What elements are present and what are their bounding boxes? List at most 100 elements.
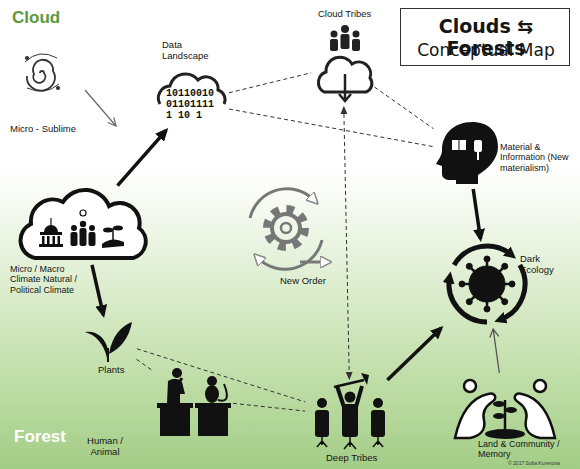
plug-symbol (474, 140, 482, 152)
plug-cord (477, 152, 479, 160)
concept-node: Dark Ecology (442, 242, 532, 326)
concept-node: Land & Community / Memory (452, 376, 556, 438)
gear-hub (281, 223, 291, 233)
galaxy-icon (25, 54, 59, 91)
region-label: Cloud (12, 8, 60, 28)
star-dot (26, 57, 28, 59)
new-order-icon (250, 189, 326, 270)
raised-arms (337, 386, 362, 407)
spike-tip (484, 256, 490, 262)
person-body (330, 39, 338, 51)
node-label: Deep Tribes (326, 453, 406, 464)
cycle-arrow (250, 189, 314, 218)
node-label: Data Landscape (162, 40, 214, 62)
leaf (85, 332, 108, 358)
node-label: Cloud Tribes (318, 9, 388, 20)
sapling-leaf (493, 401, 505, 407)
capitol-part (47, 236, 50, 244)
title-box: Clouds ⇆ ForestsConceptual Map (400, 8, 570, 66)
node-label: Micro / Macro Climate Natural / Politica… (10, 264, 92, 295)
cycle-arrow (300, 261, 326, 264)
galaxy-arm (27, 84, 59, 91)
climate-cloud (21, 190, 146, 258)
pedestal (160, 408, 190, 436)
gear-teeth (267, 209, 305, 247)
down-arrow (339, 74, 351, 101)
capitol-dome (44, 225, 58, 232)
galaxy-spiral (27, 60, 55, 91)
head-icon (436, 122, 498, 184)
climate-cloud-icon (21, 190, 146, 258)
statues-icon (157, 368, 231, 436)
flow-arrow (473, 189, 480, 239)
concept-node: Micro / Macro Climate Natural / Politica… (16, 188, 150, 262)
decor-arrow (85, 90, 116, 126)
stem (107, 348, 109, 362)
cycle-arrow (258, 240, 322, 269)
node-label: Dark Ecology (520, 254, 570, 276)
hand (102, 239, 124, 248)
arrow-line (85, 90, 116, 126)
spike-tip (509, 281, 515, 287)
monkey-body (205, 385, 219, 403)
concept-node: Micro - Sublime (24, 56, 62, 92)
person-body (315, 410, 329, 437)
flag-pole (50, 218, 51, 225)
sapling-leaf (505, 407, 517, 413)
book-spine (459, 140, 460, 150)
monkey-tail (218, 384, 227, 401)
person-head (80, 221, 86, 227)
binary-text: 01101111 (166, 99, 214, 110)
region-label: Forest (14, 427, 66, 447)
book-symbol (452, 140, 466, 150)
dashed-link (137, 359, 154, 371)
concept-node: Material & Information (New materialism) (436, 120, 500, 186)
spike-tip (502, 263, 508, 269)
person-head (341, 25, 349, 33)
gear-ring (272, 214, 300, 242)
capitol-part (58, 236, 61, 244)
person-head (345, 392, 356, 403)
capitol-part (53, 236, 56, 244)
binary-text: 10110010 (166, 88, 214, 99)
roots (317, 437, 383, 449)
person-head (373, 398, 383, 408)
person-head (317, 398, 327, 408)
thin-arrow (493, 329, 499, 373)
cycle-arrow (454, 246, 511, 265)
node-label: Material & Information (New materialism) (500, 142, 578, 173)
thinker-arm (178, 378, 182, 384)
spike-tip (502, 299, 508, 305)
person-head (71, 225, 77, 231)
star-dot (57, 87, 59, 89)
axe-blade (361, 373, 369, 385)
dashed-link (229, 109, 433, 147)
arrow-head (108, 117, 116, 126)
leaf (109, 322, 132, 354)
deep-tribes-icon (315, 373, 385, 449)
axe-handle (334, 380, 364, 387)
concept-node: Cloud Tribes (314, 26, 372, 104)
spike-tip (484, 306, 490, 312)
spike-tip (459, 281, 465, 287)
person-body (89, 232, 96, 246)
capitol-part (40, 232, 62, 235)
person-head (331, 31, 338, 38)
concept-node: Human / Animal (156, 362, 230, 436)
head-silhouette (436, 122, 498, 184)
spike-tip (466, 263, 472, 269)
pedestal-cap (157, 403, 193, 408)
person-body (371, 410, 385, 437)
node-label: Plants (98, 365, 148, 376)
node-label: Human / Animal (80, 436, 130, 458)
concept-node: Deep Tribes (308, 382, 392, 450)
flow-arrow (118, 130, 167, 185)
person-body (341, 34, 350, 49)
dashed-link (375, 87, 434, 129)
virus-body (469, 266, 505, 302)
capitol-part (42, 236, 45, 244)
flow-arrow (387, 328, 441, 380)
